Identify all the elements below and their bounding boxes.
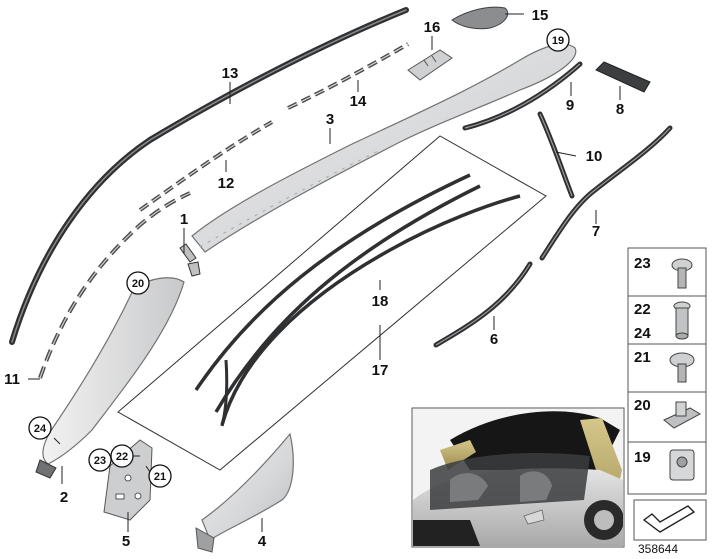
callout-19-circle: 19 xyxy=(546,28,570,52)
direction-arrow-box xyxy=(633,499,707,541)
callout-13: 13 xyxy=(222,65,239,82)
part-4-lower-trim-panel[interactable] xyxy=(195,432,294,553)
callout-23-circle: 23 xyxy=(88,448,112,472)
callout-1: 1 xyxy=(180,211,188,228)
callout-5: 5 xyxy=(122,533,130,550)
part-14-upper-clip-strip[interactable] xyxy=(287,42,410,110)
svg-text:20: 20 xyxy=(132,278,144,290)
callout-10: 10 xyxy=(586,148,603,165)
fastener-23-screw[interactable]: 23 xyxy=(634,255,693,289)
callout-22-circle: 22 xyxy=(110,444,134,468)
part-9-seal[interactable] xyxy=(462,61,583,131)
callout-16: 16 xyxy=(424,19,441,36)
svg-text:22: 22 xyxy=(116,451,128,463)
part-2-a-pillar-trim[interactable] xyxy=(35,277,185,479)
callout-20-circle: 20 xyxy=(126,271,150,295)
svg-text:24: 24 xyxy=(34,423,47,435)
svg-text:23: 23 xyxy=(634,255,651,272)
callout-6: 6 xyxy=(490,331,498,348)
part-12-clip-strip[interactable] xyxy=(138,120,273,212)
vehicle-inset xyxy=(411,407,625,548)
svg-text:19: 19 xyxy=(634,449,651,466)
callout-2: 2 xyxy=(60,489,68,506)
part-18-window-seals[interactable] xyxy=(194,173,521,427)
callout-3: 3 xyxy=(326,111,334,128)
svg-text:19: 19 xyxy=(552,35,564,47)
part-10-vertical-seal[interactable] xyxy=(537,111,575,199)
svg-text:22: 22 xyxy=(634,301,651,318)
part-13-roof-seal[interactable] xyxy=(9,7,409,345)
part-6-lower-seal[interactable] xyxy=(433,261,533,348)
callout-17: 17 xyxy=(372,362,389,379)
part-11-pillar-strip[interactable] xyxy=(38,191,191,379)
part-17-seal-set-frame xyxy=(117,135,547,471)
part-1-clip[interactable] xyxy=(179,243,201,277)
svg-text:24: 24 xyxy=(634,325,651,342)
svg-text:20: 20 xyxy=(634,397,651,414)
callout-7: 7 xyxy=(592,223,600,240)
part-15-end-cap[interactable] xyxy=(451,6,524,30)
callout-21-circle: 21 xyxy=(148,464,172,488)
callout-9: 9 xyxy=(566,97,574,114)
svg-text:23: 23 xyxy=(94,455,106,467)
svg-text:21: 21 xyxy=(154,471,166,483)
fastener-20-clip[interactable]: 20 xyxy=(634,397,702,429)
leader-lines xyxy=(28,36,621,532)
fastener-22-24-sleeve[interactable]: 22 24 xyxy=(634,301,691,342)
callout-labels: 1 2 3 4 5 6 7 8 9 10 11 12 13 14 15 16 1… xyxy=(4,7,624,550)
part-7-door-seal[interactable] xyxy=(539,125,673,261)
diagram-reference-number: 358644 xyxy=(638,542,678,556)
fastener-19-clip-nut[interactable]: 19 xyxy=(634,449,695,481)
callout-14: 14 xyxy=(350,93,367,110)
callout-11: 11 xyxy=(4,371,20,388)
callout-18: 18 xyxy=(372,293,389,310)
callout-12: 12 xyxy=(218,175,235,192)
callout-15: 15 xyxy=(532,7,549,24)
callout-8: 8 xyxy=(616,101,624,118)
svg-text:21: 21 xyxy=(634,349,651,366)
part-5-bracket-plate[interactable] xyxy=(103,439,153,521)
fastener-panel: 23 22 24 21 20 19 xyxy=(627,247,707,495)
fastener-21-screw[interactable]: 21 xyxy=(634,349,695,383)
callout-24-circle: 24 xyxy=(28,416,52,440)
part-16-bracket[interactable] xyxy=(407,49,453,81)
part-3-roof-trim[interactable] xyxy=(191,43,577,253)
part-8-cover-strip[interactable] xyxy=(595,61,651,93)
callout-4: 4 xyxy=(258,533,267,550)
circled-callouts: 19 20 21 22 23 24 xyxy=(28,28,570,488)
